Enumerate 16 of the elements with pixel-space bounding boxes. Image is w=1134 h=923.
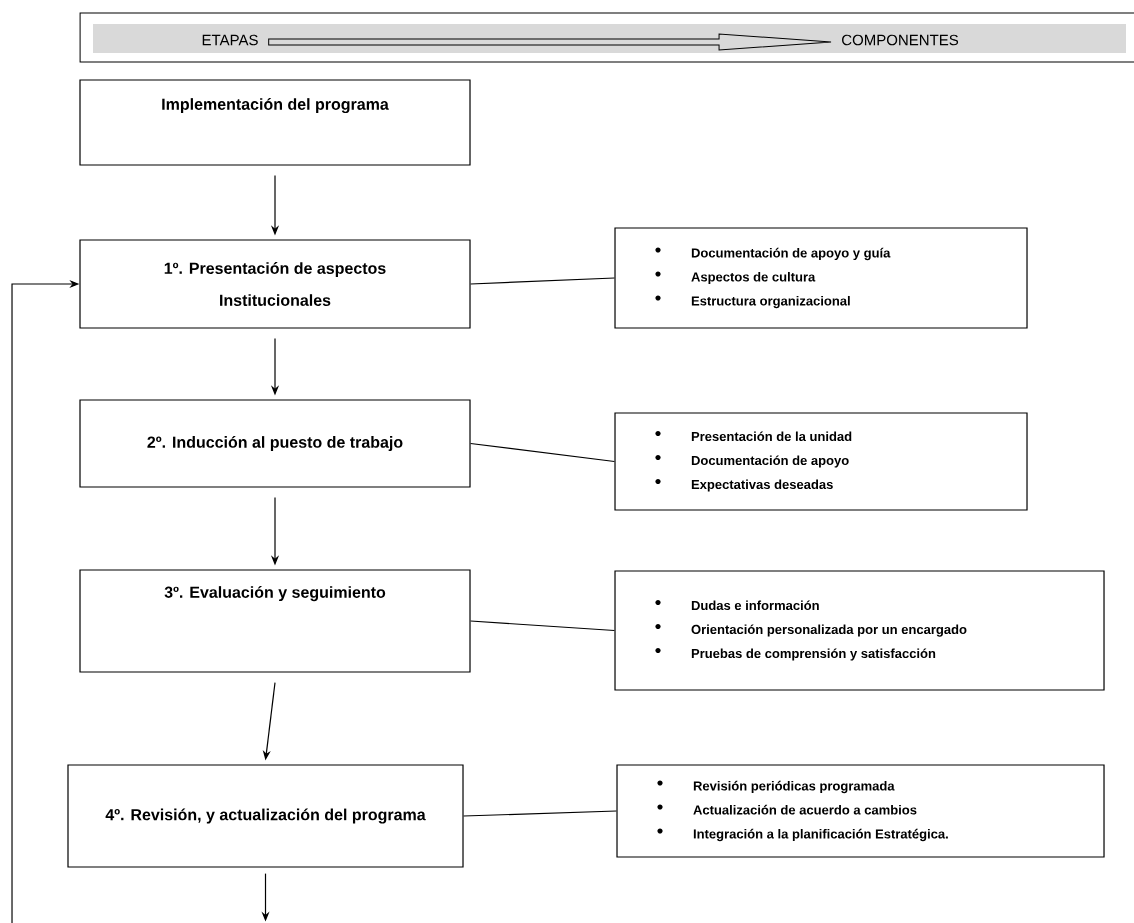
component-list-box: Dudas e información Orientación personalizada por un encargado Pruebas de comprensión y satisfacción (614, 570, 1105, 691)
connector-line (463, 810, 617, 817)
process-box: 4º. Revisión, y actualización del programa (67, 764, 464, 868)
component-list-box: Revisión periódicas programada Actualización de acuerdo a cambios Integración a la planificación Estratégica. (616, 764, 1105, 858)
connector-line (470, 277, 615, 285)
hollow-arrow (268, 33, 832, 51)
process-box: 3º. Evaluación y seguimiento (79, 569, 471, 673)
process-box: 2º. Inducción al puesto de trabajo (79, 399, 471, 488)
component-list-box: Documentación de apoyo y guía Aspectos de cultura Estructura organizacional (614, 227, 1028, 329)
connector-line (470, 620, 615, 632)
connector-line (470, 442, 615, 463)
header-text: ETAPAS (202, 34, 258, 46)
process-box: 1º. Presentación de aspectos Institucionales (79, 239, 471, 329)
header-text: COMPONENTES (842, 34, 959, 46)
component-list-box: Presentación de la unidad Documentación de apoyo Expectativas deseadas (614, 412, 1028, 511)
process-box: Implementación del programa (79, 79, 471, 166)
